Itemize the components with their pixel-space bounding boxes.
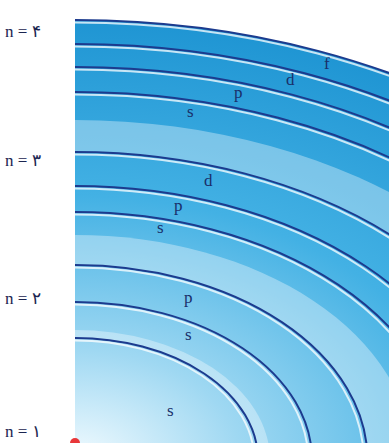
nucleus-dot [70, 438, 80, 443]
shell-label: n = ۳ [5, 152, 41, 169]
band-edge [75, 212, 389, 443]
shell-label: n = ۲ [5, 290, 41, 307]
band-highlight [75, 341, 254, 443]
sublevel-label: s [157, 219, 164, 236]
subshell-band [75, 152, 389, 443]
band-edge [75, 302, 312, 443]
sublevel-label: d [286, 71, 295, 88]
sublevel-label: p [174, 197, 183, 214]
band-highlight [75, 215, 389, 443]
shell-gap [75, 330, 270, 443]
band-edge [75, 186, 389, 443]
band-highlight [75, 23, 389, 443]
band-highlight [75, 47, 389, 443]
band-edge [75, 265, 368, 443]
subshell-band [75, 67, 389, 443]
sublevel-label: s [187, 103, 194, 120]
shell-label: n = ۱ [5, 423, 41, 440]
shell-gap-tint [75, 120, 389, 443]
sublevel-label: s [185, 326, 192, 343]
subshell-band [75, 212, 389, 443]
band-highlight [75, 189, 389, 443]
band-edge [75, 338, 258, 443]
subshell-band [75, 20, 389, 443]
band-highlight [75, 95, 389, 443]
band-edge [75, 44, 389, 443]
band-edge [75, 92, 389, 443]
sublevel-label: p [184, 289, 193, 306]
subshell-band [75, 338, 258, 443]
sublevel-label: s [167, 402, 174, 419]
shell-gap-tint [75, 330, 270, 443]
band-edge [75, 67, 389, 443]
band-edge [75, 20, 389, 443]
band-highlight [75, 70, 389, 443]
sublevel-label: p [234, 84, 243, 101]
shell-gap [75, 120, 389, 443]
shell-gap [75, 235, 389, 443]
subshell-band [75, 44, 389, 443]
band-highlight [75, 268, 364, 443]
sublevel-label: d [204, 172, 213, 189]
shell-label: n = ۴ [5, 23, 41, 40]
band-edge [75, 152, 389, 443]
subshell-band [75, 302, 312, 443]
band-highlight [75, 305, 308, 443]
band-highlight [75, 155, 389, 443]
subshell-band [75, 265, 368, 443]
shell-gap-tint [75, 235, 389, 443]
sublevel-label: f [324, 55, 330, 72]
subshell-band [75, 186, 389, 443]
subshell-band [75, 92, 389, 443]
